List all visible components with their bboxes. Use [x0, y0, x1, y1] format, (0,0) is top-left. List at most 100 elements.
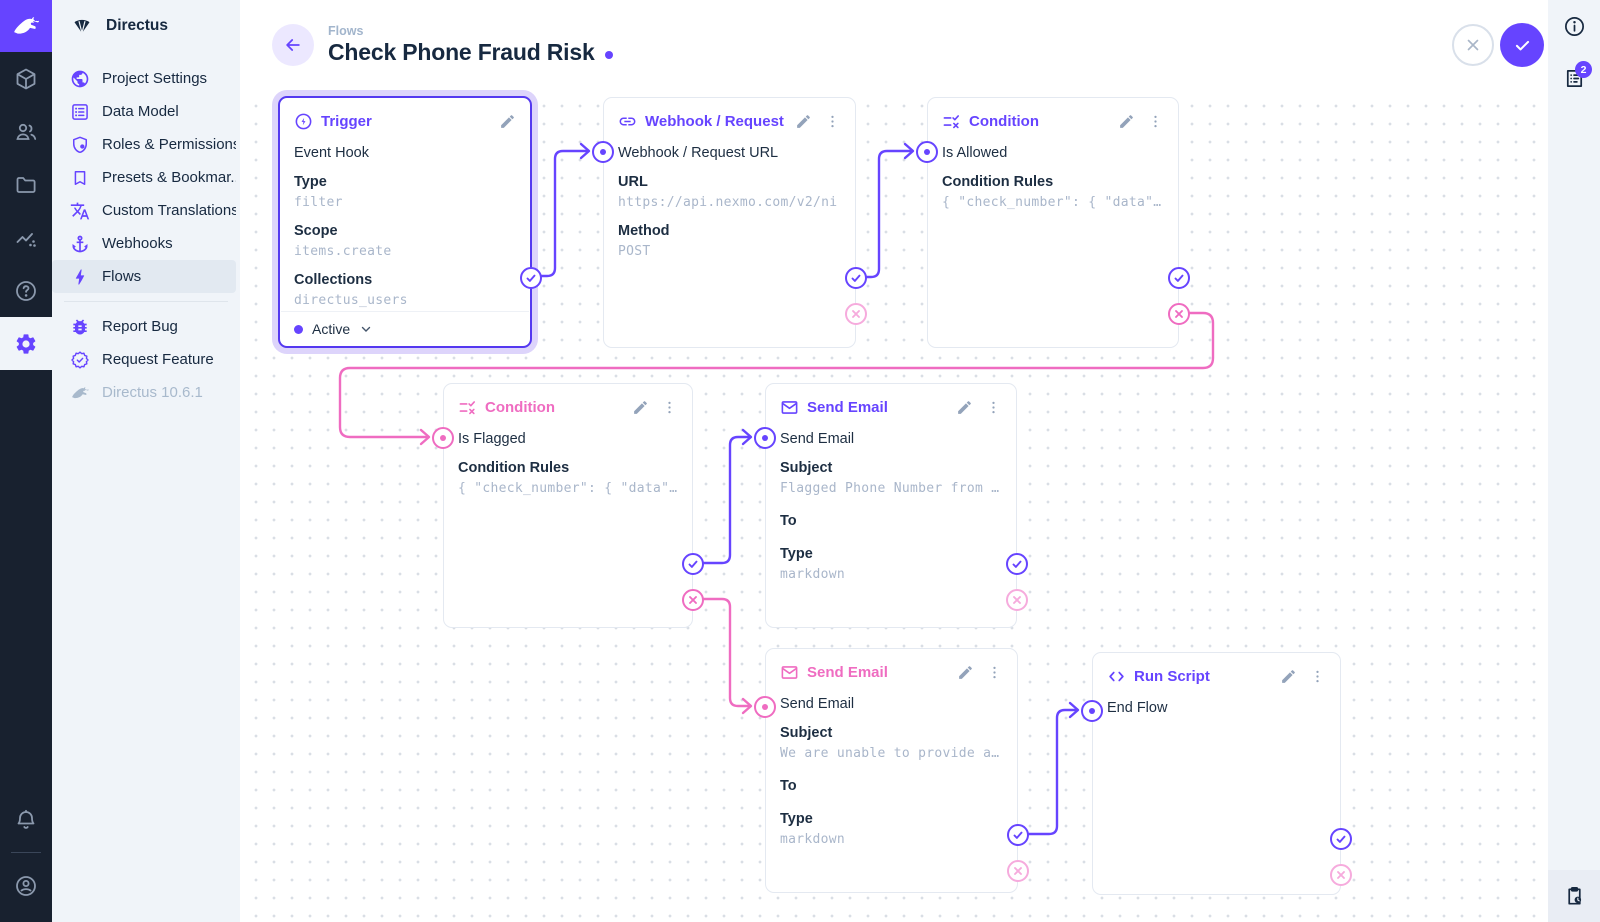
- sidebar-item-webhooks[interactable]: Webhooks: [52, 227, 236, 260]
- resolve-port[interactable]: [1168, 267, 1190, 289]
- project-title: Directus: [106, 17, 169, 34]
- revisions-clipboard-clock-icon[interactable]: [1548, 870, 1600, 922]
- input-port[interactable]: [1081, 700, 1103, 722]
- main-header: Flows Check Phone Fraud Risk: [240, 0, 1600, 90]
- file-library-folder-icon[interactable]: [0, 158, 52, 211]
- resolve-port[interactable]: [845, 267, 867, 289]
- edit-pencil-icon[interactable]: [793, 111, 814, 132]
- input-port[interactable]: [754, 427, 776, 449]
- edit-pencil-icon[interactable]: [1116, 111, 1137, 132]
- input-port[interactable]: [432, 427, 454, 449]
- close-icon: [1467, 39, 1479, 51]
- flow-card-condition-flagged[interactable]: Condition Is Flagged Condition Rules { "…: [432, 383, 704, 628]
- input-port[interactable]: [916, 141, 938, 163]
- bookmark-icon: [74, 170, 86, 185]
- bolt-icon: [75, 269, 85, 284]
- resolve-port[interactable]: [520, 267, 542, 289]
- card-row-label: To: [780, 513, 797, 529]
- back-button[interactable]: [272, 24, 314, 66]
- rule-icon: [459, 401, 476, 415]
- sidebar-item-label: Project Settings: [102, 70, 208, 87]
- notifications-bell-icon[interactable]: [0, 793, 52, 846]
- settings-gear-icon[interactable]: [0, 317, 52, 370]
- sidebar-item-label: Webhooks: [102, 235, 173, 252]
- card-row-label: Condition Rules: [458, 460, 570, 476]
- kebab-menu-icon[interactable]: [1307, 666, 1328, 687]
- card-row-value: { "check_number": { "data"…: [458, 481, 678, 496]
- card-row-value: Flagged Phone Number from …: [780, 481, 1000, 496]
- directus-rabbit-icon[interactable]: [0, 0, 52, 52]
- sidebar-item-flows[interactable]: Flows: [52, 260, 236, 293]
- sidebar-item-request-feature[interactable]: Request Feature: [52, 343, 236, 376]
- docs-help-icon[interactable]: [0, 264, 52, 317]
- card-row: End Flow: [1107, 700, 1168, 716]
- card-row: Send Email: [780, 431, 855, 447]
- breadcrumb[interactable]: Flows: [328, 24, 364, 38]
- sidebar-item-label: Data Model: [102, 103, 179, 120]
- user-avatar-icon[interactable]: [0, 859, 52, 912]
- insights-icon[interactable]: [0, 211, 52, 264]
- arrow-left-icon: [286, 39, 300, 51]
- cancel-button[interactable]: [1452, 24, 1494, 66]
- flow-card-send-email-flagged[interactable]: Send Email Send Email Subject Flagged Ph…: [754, 383, 1028, 628]
- kebab-menu-icon[interactable]: [983, 397, 1004, 418]
- sidebar-nav: Project Settings Data Model Roles & Perm…: [52, 52, 240, 409]
- card-row-label: Condition Rules: [942, 174, 1054, 190]
- flow-card-condition-allowed[interactable]: Condition Is Allowed Condition Rules { "…: [916, 97, 1190, 348]
- kebab-menu-icon[interactable]: [659, 397, 680, 418]
- sidebar-item-label: Flows: [102, 268, 142, 285]
- sidebar-item-label: Custom Translations: [102, 202, 236, 219]
- edit-pencil-icon[interactable]: [1278, 666, 1299, 687]
- save-button[interactable]: [1500, 23, 1544, 67]
- sidebar-item-label: Presets & Bookmar...: [102, 169, 236, 186]
- flow-card-webhook[interactable]: Webhook / Request URL Webhook / Request …: [592, 97, 867, 348]
- content-cube-icon[interactable]: [0, 52, 52, 105]
- user-directory-icon[interactable]: [0, 105, 52, 158]
- sidebar-item-report-bug[interactable]: Report Bug: [52, 310, 236, 343]
- flow-card-run-script[interactable]: Run Script End Flow: [1081, 652, 1352, 895]
- module-bar: [0, 0, 52, 922]
- card-row-value: filter: [294, 195, 343, 210]
- card-row-value: markdown: [780, 832, 846, 847]
- kebab-menu-icon[interactable]: [822, 111, 843, 132]
- data-model-icon: [72, 103, 88, 120]
- resolve-port[interactable]: [682, 553, 704, 575]
- sidebar-item-presets-bookmarks[interactable]: Presets & Bookmar...: [52, 161, 236, 194]
- globe-icon: [71, 70, 89, 87]
- reject-port[interactable]: [1007, 860, 1029, 882]
- info-icon[interactable]: [1548, 0, 1600, 52]
- reject-port[interactable]: [1330, 864, 1352, 886]
- input-port[interactable]: [754, 696, 776, 718]
- operations-list-icon[interactable]: 2: [1548, 52, 1600, 104]
- flow-card-trigger[interactable]: Trigger Event Hook Type filter Scope ite…: [278, 96, 542, 348]
- edit-pencil-icon[interactable]: [497, 111, 518, 132]
- card-row-label: URL: [618, 174, 648, 190]
- resolve-port[interactable]: [1007, 824, 1029, 846]
- project-header[interactable]: Directus: [52, 0, 240, 52]
- resolve-port[interactable]: [1006, 553, 1028, 575]
- card-row-value: items.create: [294, 244, 392, 259]
- sidebar-item-custom-translations[interactable]: Custom Translations: [52, 194, 236, 227]
- check-icon: [1515, 40, 1529, 50]
- edit-pencil-icon[interactable]: [630, 397, 651, 418]
- sidebar-item-roles-permissions[interactable]: Roles & Permissions: [52, 128, 236, 161]
- reject-port[interactable]: [682, 589, 704, 611]
- edit-pencil-icon[interactable]: [954, 397, 975, 418]
- kebab-menu-icon[interactable]: [984, 662, 1005, 683]
- link-icon: [619, 117, 636, 126]
- reject-port[interactable]: [845, 303, 867, 325]
- sidebar-item-data-model[interactable]: Data Model: [52, 95, 236, 128]
- kebab-menu-icon[interactable]: [1145, 111, 1166, 132]
- resolve-port[interactable]: [1330, 828, 1352, 850]
- reject-port[interactable]: [1168, 303, 1190, 325]
- sidebar-item-project-settings[interactable]: Project Settings: [52, 62, 236, 95]
- edit-pencil-icon[interactable]: [955, 662, 976, 683]
- input-port[interactable]: [592, 141, 614, 163]
- flow-card-send-email-unable[interactable]: Send Email Send Email Subject We are una…: [754, 648, 1029, 893]
- flow-status-toggle[interactable]: Active: [281, 311, 529, 346]
- version-label: Directus 10.6.1: [102, 384, 203, 401]
- unsaved-changes-dot: [604, 50, 613, 59]
- reject-port[interactable]: [1006, 589, 1028, 611]
- bug-icon: [73, 319, 87, 334]
- project-logo-fan-icon: [74, 19, 90, 34]
